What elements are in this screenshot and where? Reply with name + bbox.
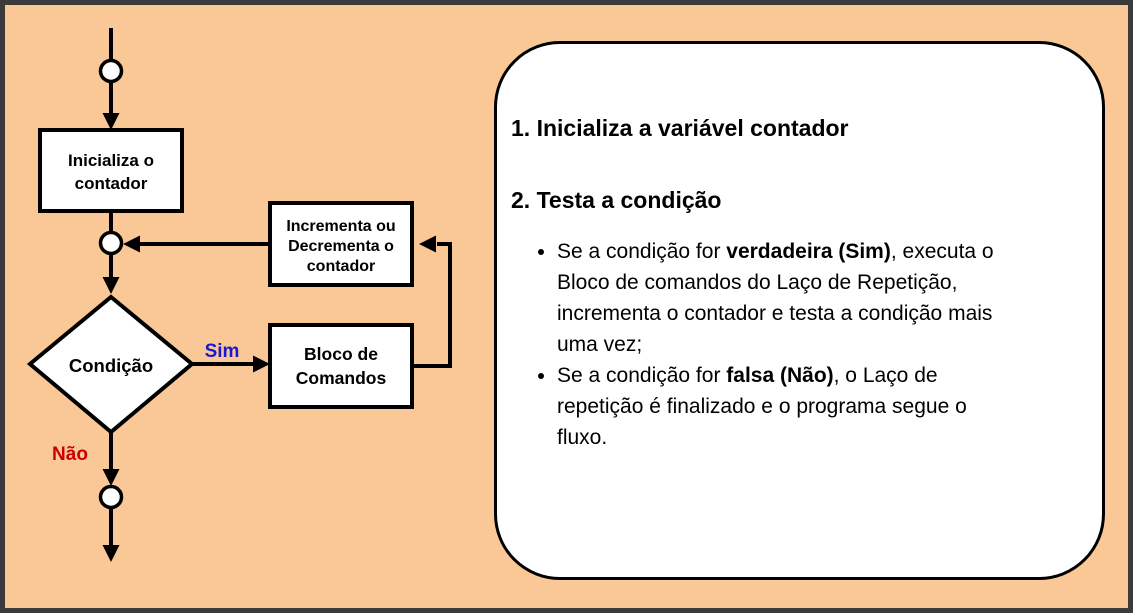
loop-junction-circle <box>98 230 124 256</box>
bullet2-post: , o Laço de repetição é finalizado e o p… <box>557 364 967 449</box>
condition-bullet-list: Se a condição for verdadeira (Sim), exec… <box>511 236 1010 453</box>
init-counter-box: Inicializa o contador <box>38 128 184 213</box>
bullet-condition-false: Se a condição for falsa (Não), o Laço de… <box>557 360 1010 453</box>
condition-diamond: Condição <box>26 294 196 435</box>
arrowhead-down-icon <box>102 277 120 294</box>
command-block-line1: Bloco de <box>304 344 378 364</box>
connector-to-init-box <box>102 82 120 130</box>
bullet1-bold: verdadeira (Sim) <box>726 240 891 263</box>
start-connector-circle <box>98 58 124 84</box>
init-counter-line2: contador <box>75 174 148 193</box>
arrowhead-down-icon <box>102 469 120 486</box>
increment-decrement-box: Incrementa ou Decrementa o contador <box>268 201 414 287</box>
connector-decision-to-end <box>102 432 120 486</box>
bullet2-bold: falsa (Não) <box>726 364 834 387</box>
arrowhead-down-icon <box>102 545 120 562</box>
command-block-box: Bloco de Comandos <box>268 323 414 409</box>
command-block-line2: Comandos <box>296 368 387 388</box>
condition-label: Condição <box>69 355 153 376</box>
init-counter-line1: Inicializa o <box>68 151 154 170</box>
increment-line1: Incrementa ou <box>286 218 395 235</box>
arrowhead-down-icon <box>102 113 120 130</box>
connector-command-to-increment <box>412 235 452 368</box>
bullet1-post: , executa o Bloco de comandos do Laço de… <box>557 240 994 356</box>
yes-branch-label: Sim <box>205 341 240 362</box>
connector-yes-branch: Sim <box>192 341 270 373</box>
connector-increment-to-junction <box>123 235 270 253</box>
bullet2-pre: Se a condição for <box>557 364 727 387</box>
increment-line2: Decrementa o <box>288 238 394 255</box>
explanation-panel: 1. Inicializa a variável contador 2. Tes… <box>494 41 1105 580</box>
step-1-heading: 1. Inicializa a variável contador <box>511 115 849 141</box>
bullet-condition-true: Se a condição for verdadeira (Sim), exec… <box>557 236 1010 360</box>
no-branch-label: Não <box>52 444 88 465</box>
end-connector-circle <box>98 484 124 510</box>
bullet1-pre: Se a condição for <box>557 240 727 263</box>
arrowhead-left-icon <box>123 235 140 253</box>
connector-end-exit <box>102 508 120 562</box>
arrowhead-left-icon <box>419 235 436 253</box>
increment-line3: contador <box>307 258 375 275</box>
arrowhead-right-icon <box>253 355 270 373</box>
step-2-heading: 2. Testa a condição <box>511 187 722 213</box>
connector-junction-to-decision <box>102 254 120 294</box>
